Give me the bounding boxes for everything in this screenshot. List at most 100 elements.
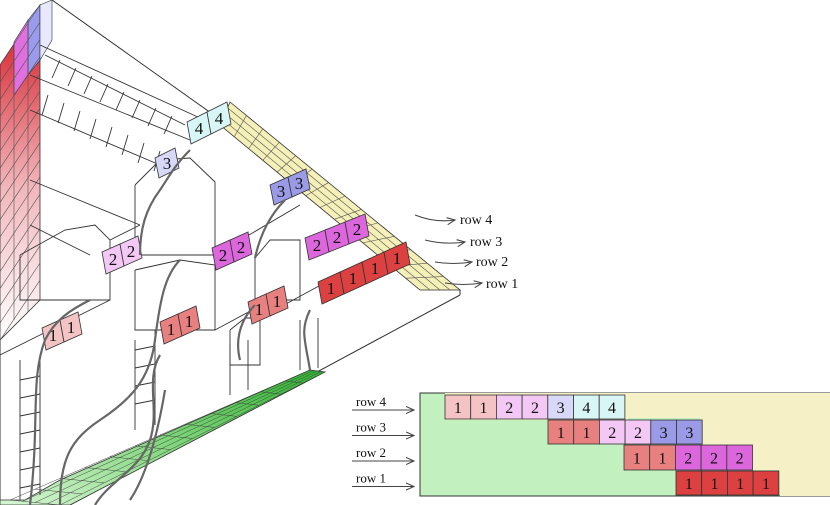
block-label: 3 — [163, 154, 172, 173]
row-arrow — [444, 283, 482, 285]
table-cell — [675, 470, 703, 496]
table-cell-value: 1 — [583, 425, 591, 442]
corridor-tie — [83, 75, 93, 95]
lattice-channels — [0, 44, 331, 500]
flow-curve — [138, 149, 191, 256]
floor-gridline — [22, 370, 314, 502]
table-cell-value: 1 — [659, 451, 667, 468]
table-cell — [599, 419, 626, 445]
left-wall-top-3 — [39, 0, 53, 62]
table-cell — [726, 444, 753, 471]
wall-gridline — [0, 4, 41, 66]
table-cell-value: 1 — [762, 476, 770, 493]
block-cell — [229, 231, 253, 263]
block-label: 4 — [195, 119, 204, 138]
row-label-3d: row 3 — [470, 235, 502, 250]
table-cell — [701, 470, 728, 496]
block-label: 1 — [349, 269, 358, 288]
corridor-edge — [44, 54, 186, 126]
corridor-tie — [115, 91, 125, 111]
table-row-label: row 1 — [356, 471, 386, 486]
wall-gridline — [0, 142, 41, 203]
column-rung — [19, 411, 41, 417]
wall-gridline — [0, 211, 41, 272]
table-row-label: row 3 — [356, 420, 386, 435]
flow-curve — [129, 389, 167, 501]
block-label: 2 — [127, 242, 136, 261]
table-cell — [752, 470, 780, 496]
corridor-edge — [29, 74, 191, 141]
top-yellow-band — [219, 101, 462, 291]
block-label: 4 — [215, 109, 224, 128]
flow-curve — [237, 304, 256, 361]
table-cell-value: 4 — [582, 400, 590, 417]
corridor-tie — [57, 102, 65, 124]
block-label: 3 — [277, 182, 286, 201]
block-cell — [119, 235, 143, 267]
block-cell — [344, 213, 370, 245]
flow-curve — [253, 199, 286, 259]
wall-gridline — [0, 125, 41, 186]
wall-gridline — [0, 176, 41, 238]
yellow-gridline — [227, 107, 451, 291]
block-cell — [177, 305, 201, 337]
table-cell — [700, 444, 728, 471]
corridor-edge — [29, 179, 141, 226]
corridor-edge — [39, 44, 201, 119]
table-cell — [573, 394, 600, 420]
corridor-tie — [67, 67, 77, 87]
wall-gridline — [0, 90, 41, 152]
floor-gridline — [59, 371, 326, 505]
flow-curve — [94, 354, 161, 505]
corridor-tie — [73, 110, 81, 132]
wall-gridline — [0, 194, 41, 255]
block-label: 2 — [109, 250, 118, 269]
hex-cell — [254, 239, 301, 301]
block-cell — [59, 311, 83, 343]
column-rung — [134, 399, 156, 405]
block-label: 1 — [49, 326, 58, 345]
flow-curve — [28, 299, 91, 505]
wall-gridline — [0, 73, 41, 134]
block-label: 2 — [313, 236, 322, 255]
corridor-tie — [105, 126, 113, 148]
table-cell-value: 4 — [608, 400, 616, 417]
wall-gridline — [0, 39, 41, 100]
block-label: 2 — [237, 238, 246, 257]
wall-gridline — [0, 159, 41, 220]
table-cell — [547, 419, 575, 445]
hex-cell — [134, 157, 216, 256]
block-label: 1 — [255, 300, 264, 319]
table-cell-value: 1 — [454, 400, 462, 417]
block-label: 1 — [185, 312, 194, 331]
corridor-tie — [163, 115, 173, 135]
table-cell-value: 3 — [685, 425, 693, 442]
wall-gridline — [0, 280, 41, 341]
hex-cell — [134, 259, 216, 331]
table-cell-value: 2 — [505, 400, 513, 417]
corridor-edge — [109, 224, 141, 241]
column-rung — [19, 447, 41, 453]
table-cell — [675, 444, 702, 471]
floor-gridline — [9, 369, 311, 501]
flow-curves — [28, 149, 312, 505]
table-cell — [676, 419, 703, 445]
table-cell-value: 3 — [660, 425, 668, 442]
table-cell — [547, 394, 574, 420]
table-row-label: row 2 — [356, 445, 386, 460]
row-arrow — [424, 240, 465, 243]
block-label: 1 — [371, 259, 380, 278]
block-label: 2 — [333, 228, 342, 247]
corridor-tie — [99, 83, 109, 103]
row-arrow — [434, 262, 472, 264]
block-label: 1 — [167, 320, 176, 339]
column-rung — [19, 429, 41, 435]
table-cell-value: 1 — [736, 476, 744, 493]
hex-cell — [229, 317, 261, 366]
table-cell-value: 1 — [633, 451, 641, 468]
wall-gridline — [0, 22, 41, 83]
corridor-tie — [131, 99, 141, 119]
flow-curve — [303, 309, 312, 371]
